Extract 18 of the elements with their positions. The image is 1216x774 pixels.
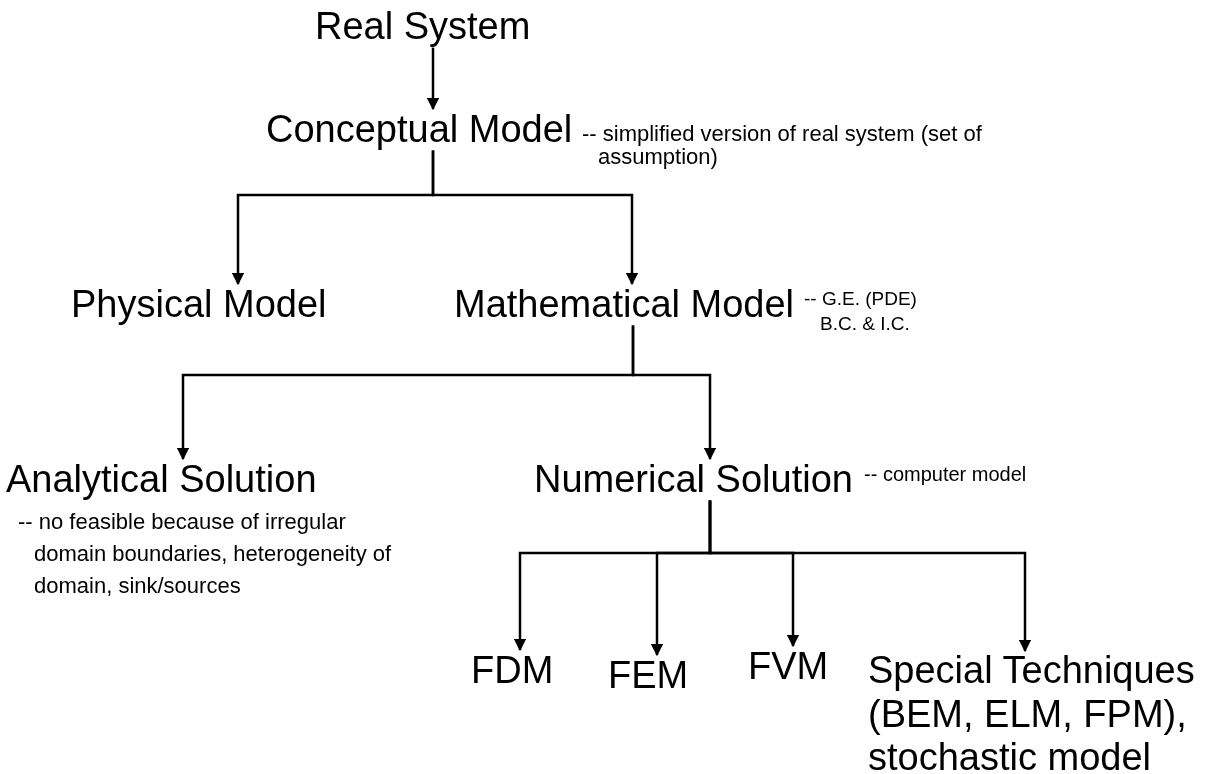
node-label: Special Techniques (BEM, ELM, FPM), stochastic model bbox=[868, 649, 1213, 774]
node-label: Real System bbox=[315, 4, 531, 50]
annotation-text: -- G.E. (PDE) B.C. & I.C. bbox=[804, 287, 918, 336]
node-label: FVM bbox=[748, 644, 829, 690]
node-label: FEM bbox=[608, 653, 689, 699]
annotation-text: -- simplified version of real system (set of assumption) bbox=[582, 122, 983, 169]
arrow bbox=[631, 325, 717, 461]
node-label: FDM bbox=[471, 648, 554, 694]
node-label: Numerical Solution bbox=[534, 457, 853, 503]
arrow bbox=[431, 150, 639, 286]
node-label: Analytical Solution bbox=[6, 457, 317, 503]
node-label: Conceptual Model bbox=[266, 107, 573, 153]
node-label: Physical Model bbox=[71, 282, 327, 328]
annotation-text: -- computer model bbox=[864, 462, 1028, 486]
annotation-text: -- no feasible because of irregular domain boundaries, heterogeneity of domain, sink/sources bbox=[18, 508, 393, 600]
arrow bbox=[708, 500, 1032, 653]
arrow bbox=[426, 47, 440, 111]
node-label: Mathematical Model bbox=[454, 282, 795, 328]
